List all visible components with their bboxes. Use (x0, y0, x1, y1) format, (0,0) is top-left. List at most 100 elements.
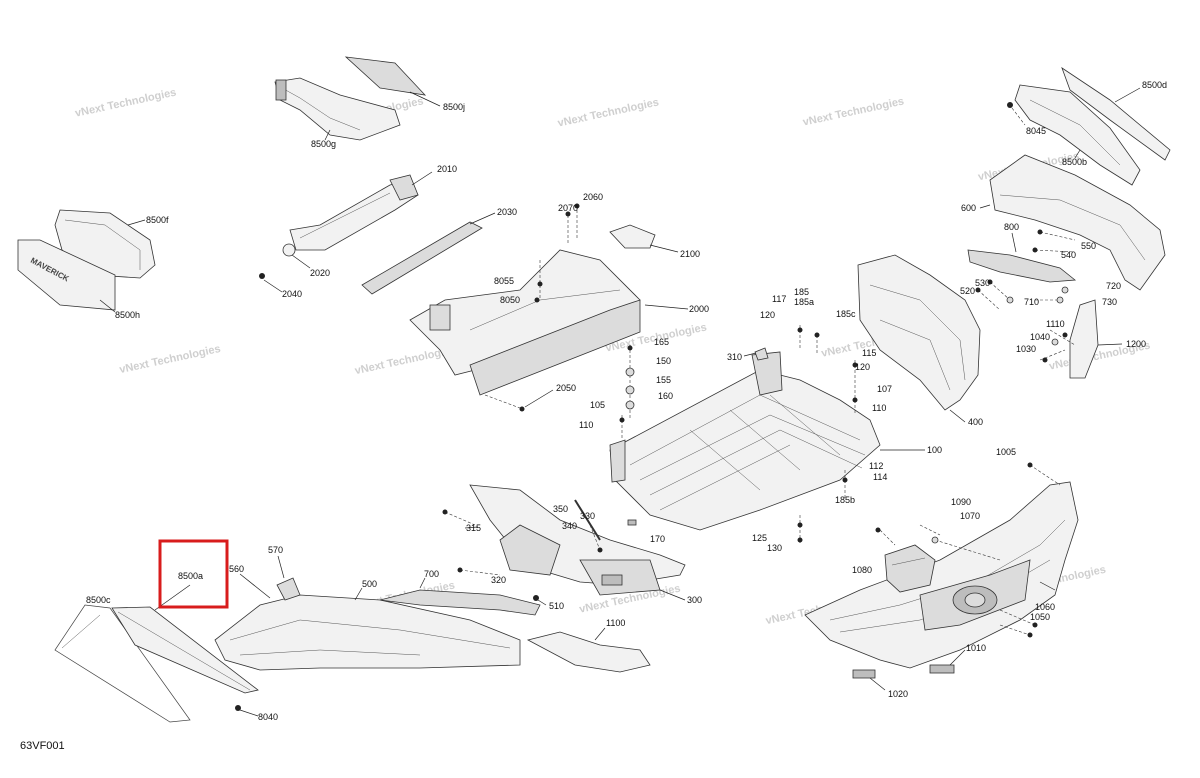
callout-label[interactable]: 110 (579, 420, 593, 430)
callout-label[interactable]: 570 (268, 545, 283, 555)
part-2010-strip (361, 212, 496, 295)
callout-label[interactable]: 310 (727, 352, 742, 362)
callout-label[interactable]: 8500d (1142, 80, 1167, 90)
callout-label[interactable]: 160 (658, 391, 673, 401)
callout-label[interactable]: 155 (656, 375, 671, 385)
callout-label[interactable]: 170 (650, 534, 665, 544)
callout-label[interactable]: 8040 (258, 712, 278, 722)
callout-label[interactable]: 120 (855, 362, 870, 372)
part-350-330-340 (574, 499, 603, 553)
callout-label[interactable]: 350 (553, 504, 568, 514)
part-510-clip (533, 595, 547, 606)
callout-label[interactable]: 1005 (996, 447, 1016, 457)
callout-label[interactable]: 400 (968, 417, 983, 427)
callout-label[interactable]: 530 (975, 278, 990, 288)
callout-label[interactable]: 1030 (1016, 344, 1036, 354)
callout-label[interactable]: 120 (760, 310, 775, 320)
callout-label[interactable]: 8500g (311, 139, 336, 149)
callout-label[interactable]: 340 (562, 521, 577, 531)
part-560-lead (239, 573, 271, 599)
callout-label[interactable]: 2040 (282, 289, 302, 299)
callout-label[interactable]: 2050 (556, 383, 576, 393)
part-315-fastener (442, 509, 479, 529)
callout-label[interactable]: 185c (836, 309, 856, 319)
callout-label[interactable]: 1050 (1030, 612, 1050, 622)
part-8500d-decal (1061, 66, 1171, 161)
callout-label[interactable]: 8500b (1062, 157, 1087, 167)
callout-label[interactable]: 1100 (606, 618, 625, 628)
diagram-code: 63VF001 (20, 740, 65, 752)
callout-label[interactable]: 130 (767, 543, 782, 553)
callout-label[interactable]: 115 (862, 348, 876, 358)
callout-label[interactable]: 1070 (960, 511, 980, 521)
part-2060-2070-screws (565, 203, 580, 245)
part-1200-bracket (1069, 299, 1123, 379)
part-300-console (469, 484, 686, 601)
callout-label[interactable]: 1110 (1046, 319, 1065, 329)
callout-labels: 8500j 8500g 8500d 8045 8500b 8500f 8500h… (86, 80, 1167, 722)
callout-label[interactable]: 600 (961, 203, 976, 213)
callout-label[interactable]: 2100 (680, 249, 700, 259)
callout-label[interactable]: 510 (549, 601, 564, 611)
callout-label[interactable]: 8500j (443, 102, 465, 112)
callout-label[interactable]: 520 (960, 286, 975, 296)
right-fasteners (975, 229, 1076, 311)
callout-label[interactable]: 1010 (966, 643, 986, 653)
callout-label[interactable]: 2030 (497, 207, 517, 217)
callout-label[interactable]: 2060 (583, 192, 603, 202)
callout-label[interactable]: 730 (1102, 297, 1117, 307)
callout-label[interactable]: 700 (424, 569, 439, 579)
callout-label[interactable]: 8050 (500, 295, 520, 305)
callout-label[interactable]: 8500f (146, 215, 169, 225)
callout-label[interactable]: 8500c (86, 595, 111, 605)
callout-label[interactable]: 710 (1024, 297, 1039, 307)
callout-label[interactable]: 1020 (888, 689, 908, 699)
part-front-bumper (804, 481, 1079, 669)
part-2040-screw (259, 273, 283, 293)
part-2020-bracket (289, 171, 433, 251)
callout-label[interactable]: 315 (466, 523, 481, 533)
part-8500j-decal (344, 56, 441, 107)
callout-label[interactable]: 8055 (494, 276, 514, 286)
callout-label[interactable]: 107 (877, 384, 892, 394)
callout-label[interactable]: 100 (927, 445, 942, 455)
callout-label[interactable]: 550 (1081, 241, 1096, 251)
callout-label[interactable]: 185a (794, 297, 814, 307)
callout-label[interactable]: 117 (772, 294, 786, 304)
callout-label[interactable]: 1090 (951, 497, 971, 507)
callout-label[interactable]: 560 (229, 564, 244, 574)
callout-label[interactable]: 185b (835, 495, 855, 505)
callout-label[interactable]: 110 (872, 403, 886, 413)
callout-label[interactable]: 540 (1061, 250, 1076, 260)
callout-label[interactable]: 1200 (1126, 339, 1146, 349)
callout-label[interactable]: 112 (869, 461, 883, 471)
highlight-box[interactable] (158, 539, 229, 609)
callout-label[interactable]: 1060 (1035, 602, 1055, 612)
callout-label[interactable]: 300 (687, 595, 702, 605)
callout-label[interactable]: 185 (794, 287, 809, 297)
callout-label[interactable]: 2010 (437, 164, 457, 174)
callout-label[interactable]: 125 (752, 533, 767, 543)
callout-label[interactable]: 1040 (1030, 332, 1050, 342)
part-8500g-panel (274, 77, 401, 141)
callout-label[interactable]: 8500h (115, 310, 140, 320)
callout-label[interactable]: 2020 (310, 268, 330, 278)
callout-label[interactable]: 150 (656, 356, 671, 366)
callout-label[interactable]: 8045 (1026, 126, 1046, 136)
part-8500h-decal: MAVERICK (17, 239, 116, 313)
callout-label[interactable]: 114 (873, 472, 887, 482)
callout-label[interactable]: 500 (362, 579, 377, 589)
callout-label[interactable]: 1080 (852, 565, 872, 575)
watermark: vNext Technologies (557, 96, 660, 129)
callout-label[interactable]: 320 (491, 575, 506, 585)
callout-label[interactable]: 165 (654, 337, 669, 347)
callout-label[interactable]: 2000 (689, 304, 709, 314)
callout-label[interactable]: 720 (1106, 281, 1121, 291)
part-1100-guard (526, 627, 651, 673)
callout-label[interactable]: 2070 (558, 203, 578, 213)
part-1080-bracket (884, 544, 936, 593)
callout-label[interactable]: 800 (1004, 222, 1019, 232)
highlighted-callout-label[interactable]: 8500a (178, 571, 203, 581)
callout-label[interactable]: 330 (580, 511, 595, 521)
callout-label[interactable]: 105 (590, 400, 605, 410)
